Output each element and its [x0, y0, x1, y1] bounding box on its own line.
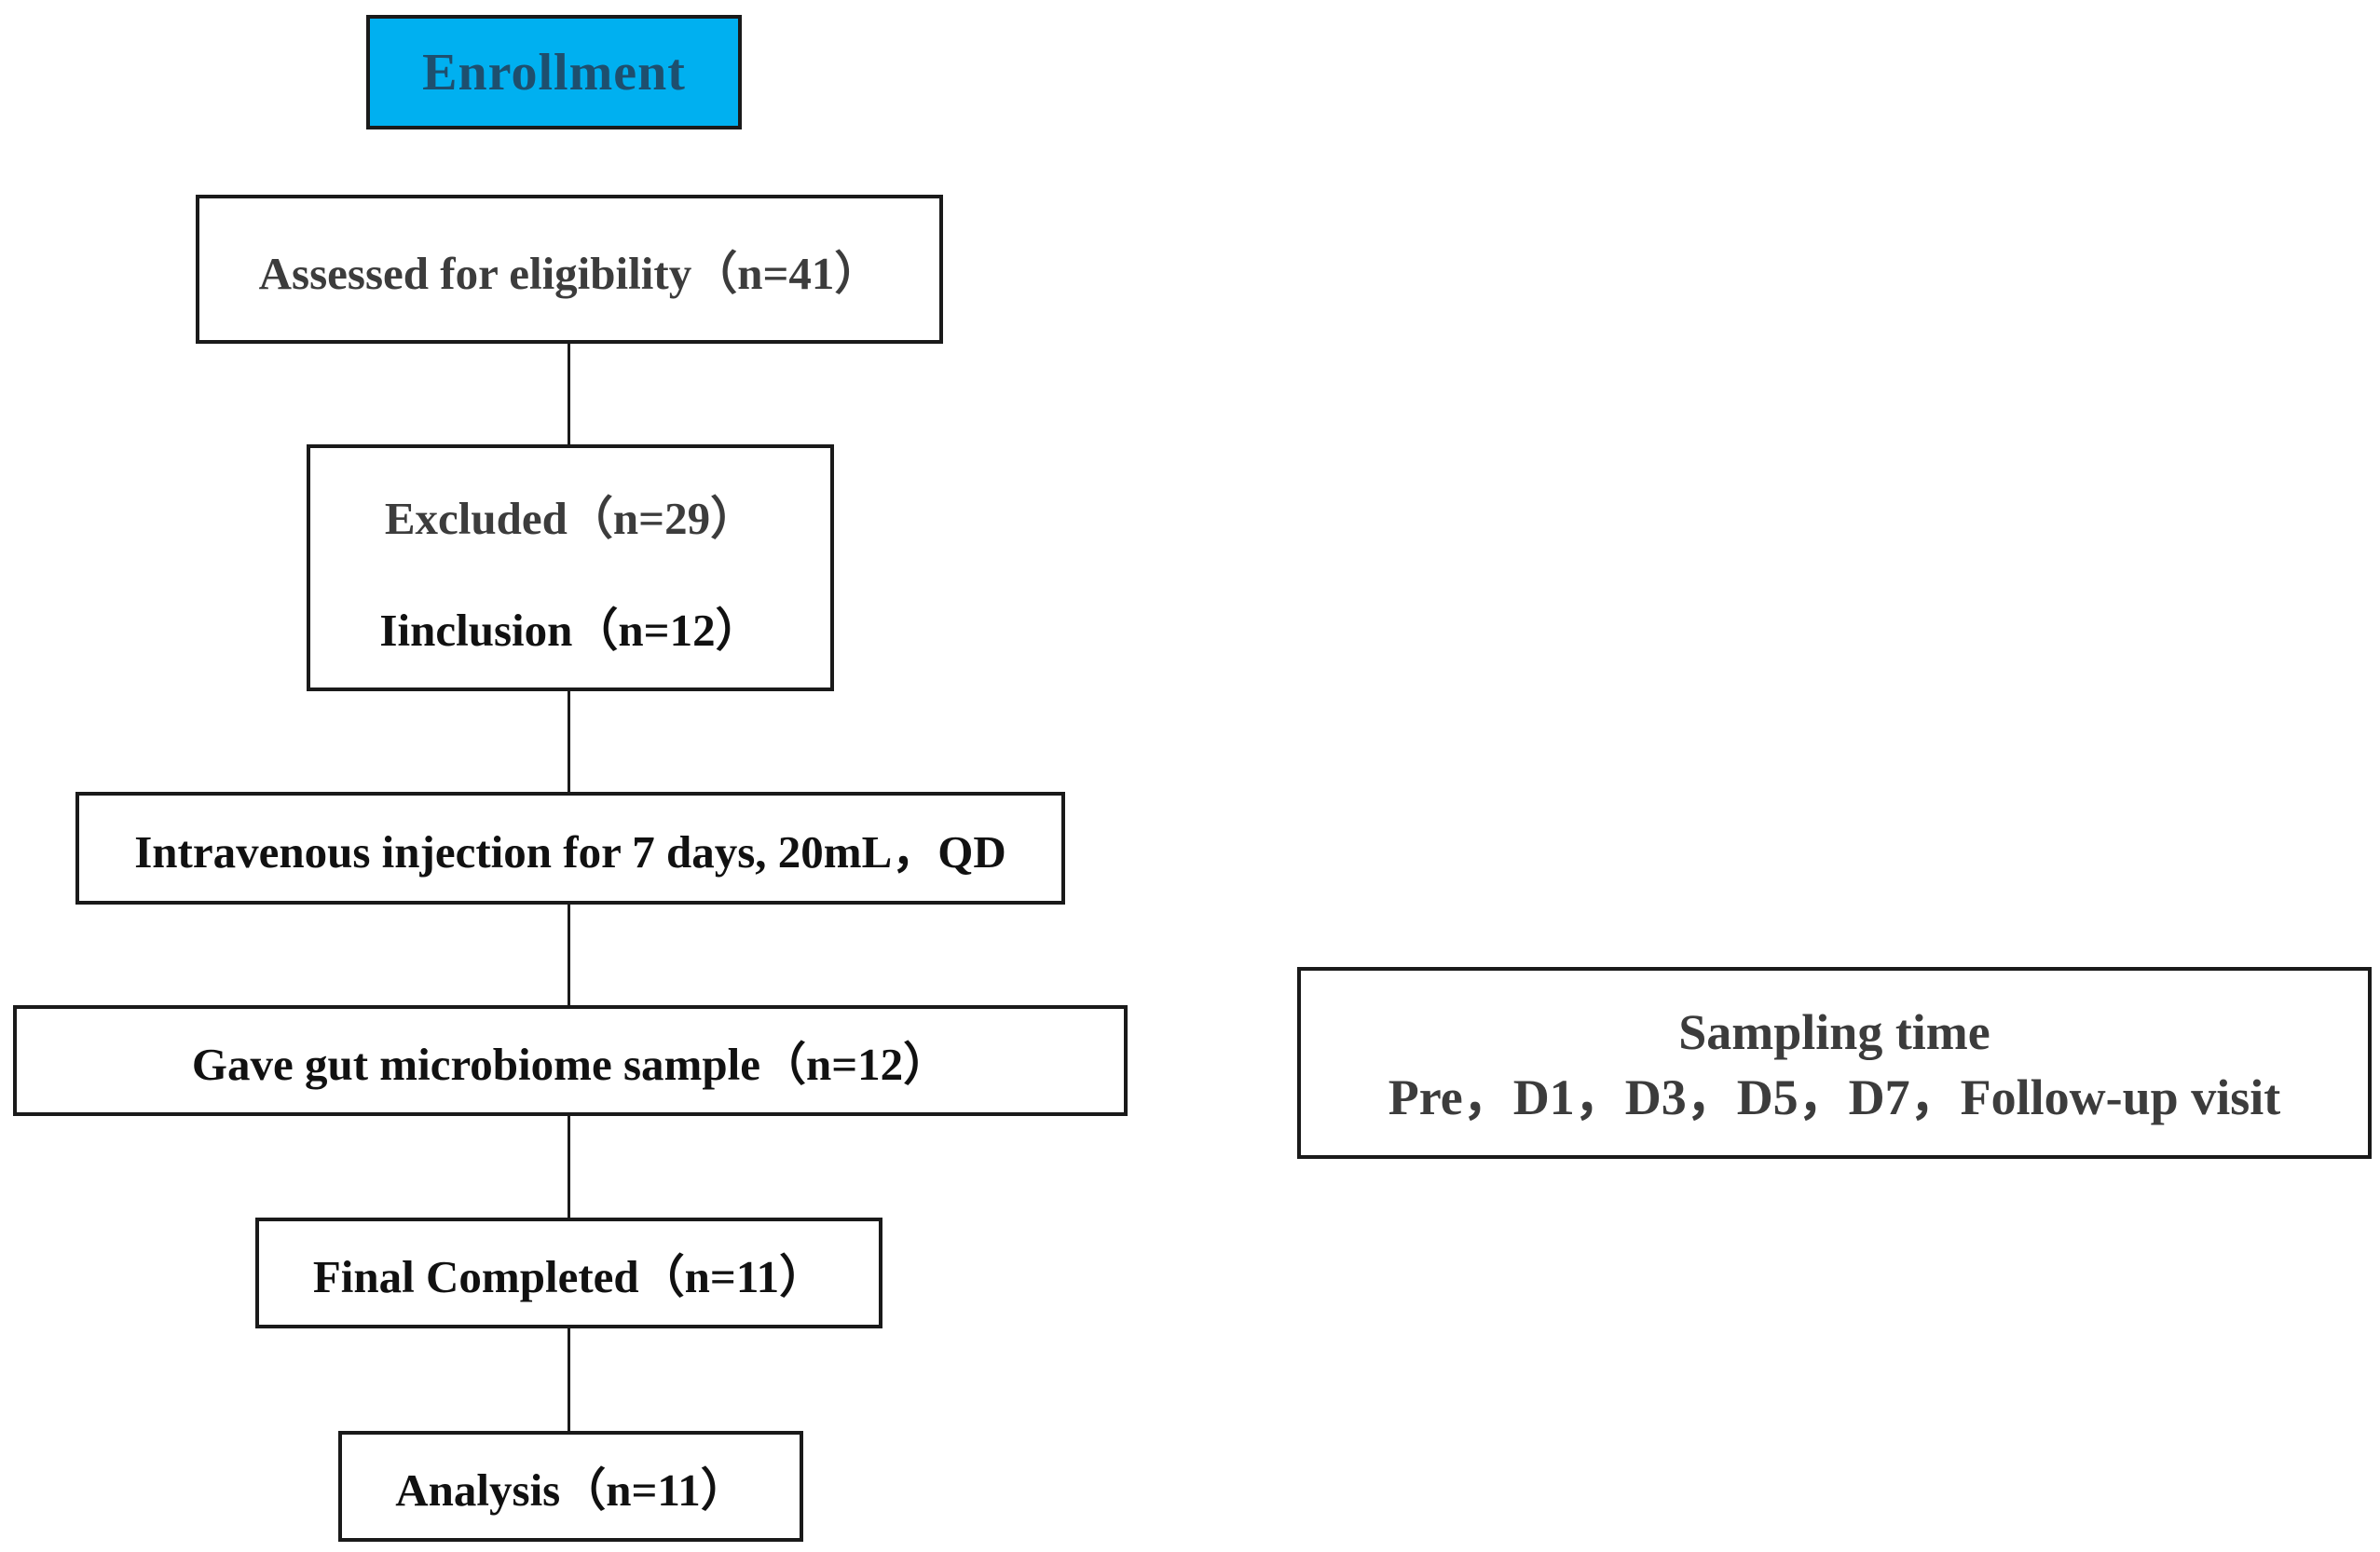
connector-final-analysis — [568, 1328, 570, 1431]
assessed-box: Assessed for eligibility（n=41） — [196, 195, 943, 344]
sampling-time-box: Sampling time Pre，D1，D3，D5，D7，Follow-up … — [1297, 967, 2372, 1159]
sampling-times: Pre，D1，D3，D5，D7，Follow-up visit — [1388, 1069, 2281, 1125]
connector-excluded-injection — [568, 691, 570, 792]
sampling-title: Sampling time — [1678, 1003, 1990, 1060]
excluded-inclusion-box: Excluded（n=29） Iinclusion（n=12） — [307, 444, 834, 691]
excluded-label: Excluded（n=29） — [384, 493, 757, 544]
analysis-label: Analysis（n=11） — [395, 1464, 746, 1516]
assessed-label: Assessed for eligibility（n=41） — [258, 247, 881, 299]
inclusion-label: Iinclusion（n=12） — [379, 605, 761, 656]
analysis-box: Analysis（n=11） — [338, 1431, 803, 1542]
gut-sample-box: Gave gut microbiome sample（n=12） — [13, 1005, 1128, 1116]
final-completed-box: Final Completed（n=11） — [255, 1218, 882, 1328]
enrollment-label: Enrollment — [422, 43, 686, 102]
gut-sample-label: Gave gut microbiome sample（n=12） — [191, 1039, 950, 1090]
connector-injection-gut — [568, 905, 570, 1005]
connector-assessed-excluded — [568, 344, 570, 444]
injection-label: Intravenous injection for 7 days, 20mL，Q… — [134, 826, 1006, 878]
enrollment-box: Enrollment — [366, 15, 742, 129]
injection-box: Intravenous injection for 7 days, 20mL，Q… — [75, 792, 1065, 905]
final-completed-label: Final Completed（n=11） — [312, 1251, 826, 1302]
connector-gut-final — [568, 1116, 570, 1218]
